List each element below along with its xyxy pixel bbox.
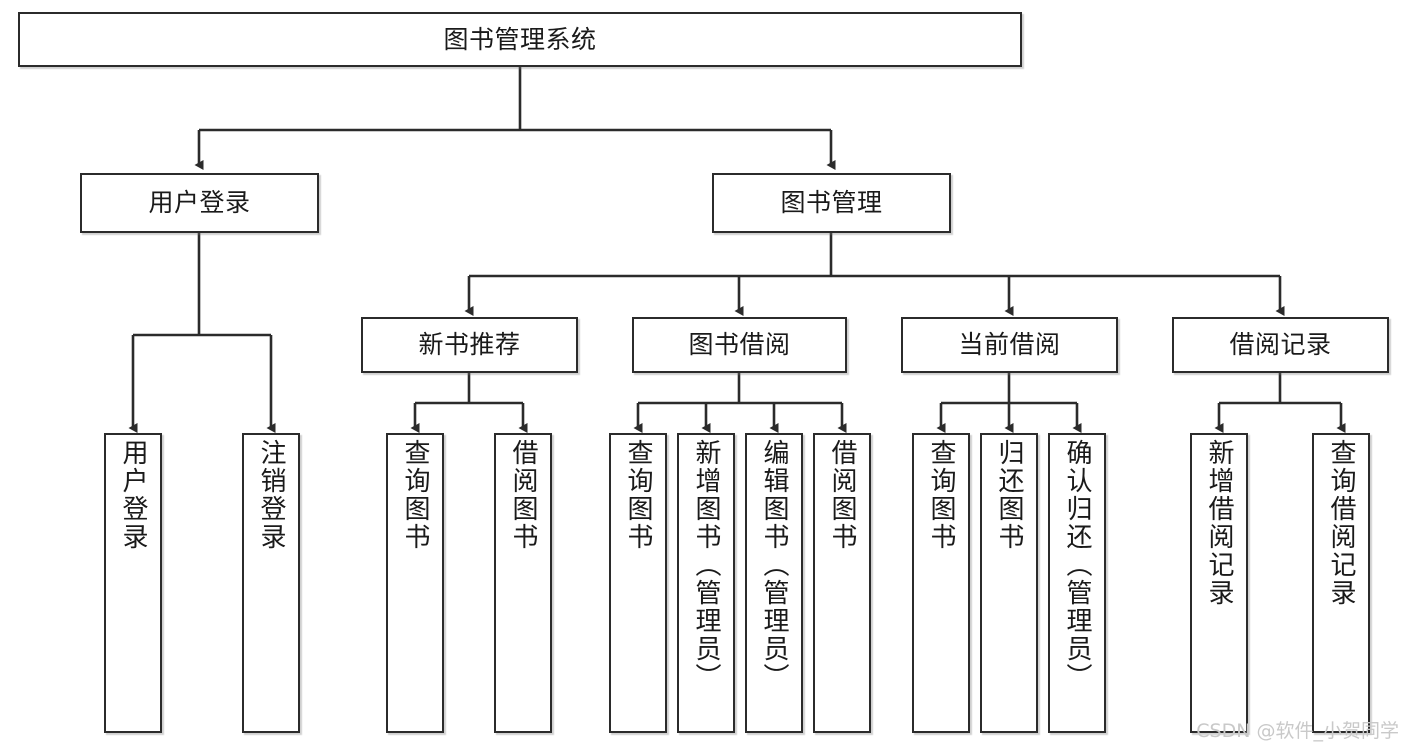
- node-label: 确认归还（管理员）: [1062, 439, 1092, 691]
- node-label: 借阅图书: [827, 439, 857, 551]
- node-new-book-recommend[interactable]: 新书推荐: [361, 317, 578, 373]
- node-label: 用户登录: [148, 188, 251, 217]
- node-label: 借阅图书: [508, 439, 538, 551]
- node-book-borrow[interactable]: 图书借阅: [632, 317, 847, 373]
- node-label: 新增图书（管理员）: [691, 439, 721, 691]
- leaf-current-return-book[interactable]: 归还图书: [980, 433, 1038, 733]
- node-label: 编辑图书（管理员）: [759, 439, 789, 691]
- node-label: 查询图书: [623, 439, 653, 551]
- leaf-user-login-signout[interactable]: 注销登录: [242, 433, 300, 733]
- node-label: 图书管理系统: [443, 24, 597, 54]
- leaf-new-book-borrow[interactable]: 借阅图书: [494, 433, 552, 733]
- csdn-watermark: CSDN @软件_小贺同学: [1196, 720, 1399, 742]
- node-label: 查询图书: [400, 439, 430, 551]
- leaf-record-query[interactable]: 查询借阅记录: [1312, 433, 1370, 733]
- node-user-login[interactable]: 用户登录: [80, 173, 319, 233]
- leaf-current-query-book[interactable]: 查询图书: [912, 433, 970, 733]
- leaf-borrow-borrow-book[interactable]: 借阅图书: [813, 433, 871, 733]
- node-root-system[interactable]: 图书管理系统: [18, 12, 1022, 67]
- node-current-borrow[interactable]: 当前借阅: [901, 317, 1118, 373]
- node-label: 归还图书: [994, 439, 1024, 551]
- node-label: 新增借阅记录: [1204, 439, 1234, 607]
- leaf-user-login-signin[interactable]: 用户登录: [104, 433, 162, 733]
- node-label: 图书借阅: [688, 330, 791, 359]
- node-label: 注销登录: [256, 439, 286, 551]
- leaf-borrow-edit-book-admin[interactable]: 编辑图书（管理员）: [745, 433, 803, 733]
- node-label: 查询图书: [926, 439, 956, 551]
- node-label: 借阅记录: [1229, 330, 1332, 359]
- node-label: 新书推荐: [418, 330, 521, 359]
- node-label: 查询借阅记录: [1326, 439, 1356, 607]
- leaf-borrow-query-book[interactable]: 查询图书: [609, 433, 667, 733]
- leaf-current-confirm-return-admin[interactable]: 确认归还（管理员）: [1048, 433, 1106, 733]
- leaf-record-add[interactable]: 新增借阅记录: [1190, 433, 1248, 733]
- node-borrow-record[interactable]: 借阅记录: [1172, 317, 1389, 373]
- node-label: 当前借阅: [958, 330, 1061, 359]
- leaf-new-book-query[interactable]: 查询图书: [386, 433, 444, 733]
- node-label: 图书管理: [780, 188, 883, 217]
- node-book-management[interactable]: 图书管理: [712, 173, 951, 233]
- leaf-borrow-add-book-admin[interactable]: 新增图书（管理员）: [677, 433, 735, 733]
- node-label: 用户登录: [118, 439, 148, 551]
